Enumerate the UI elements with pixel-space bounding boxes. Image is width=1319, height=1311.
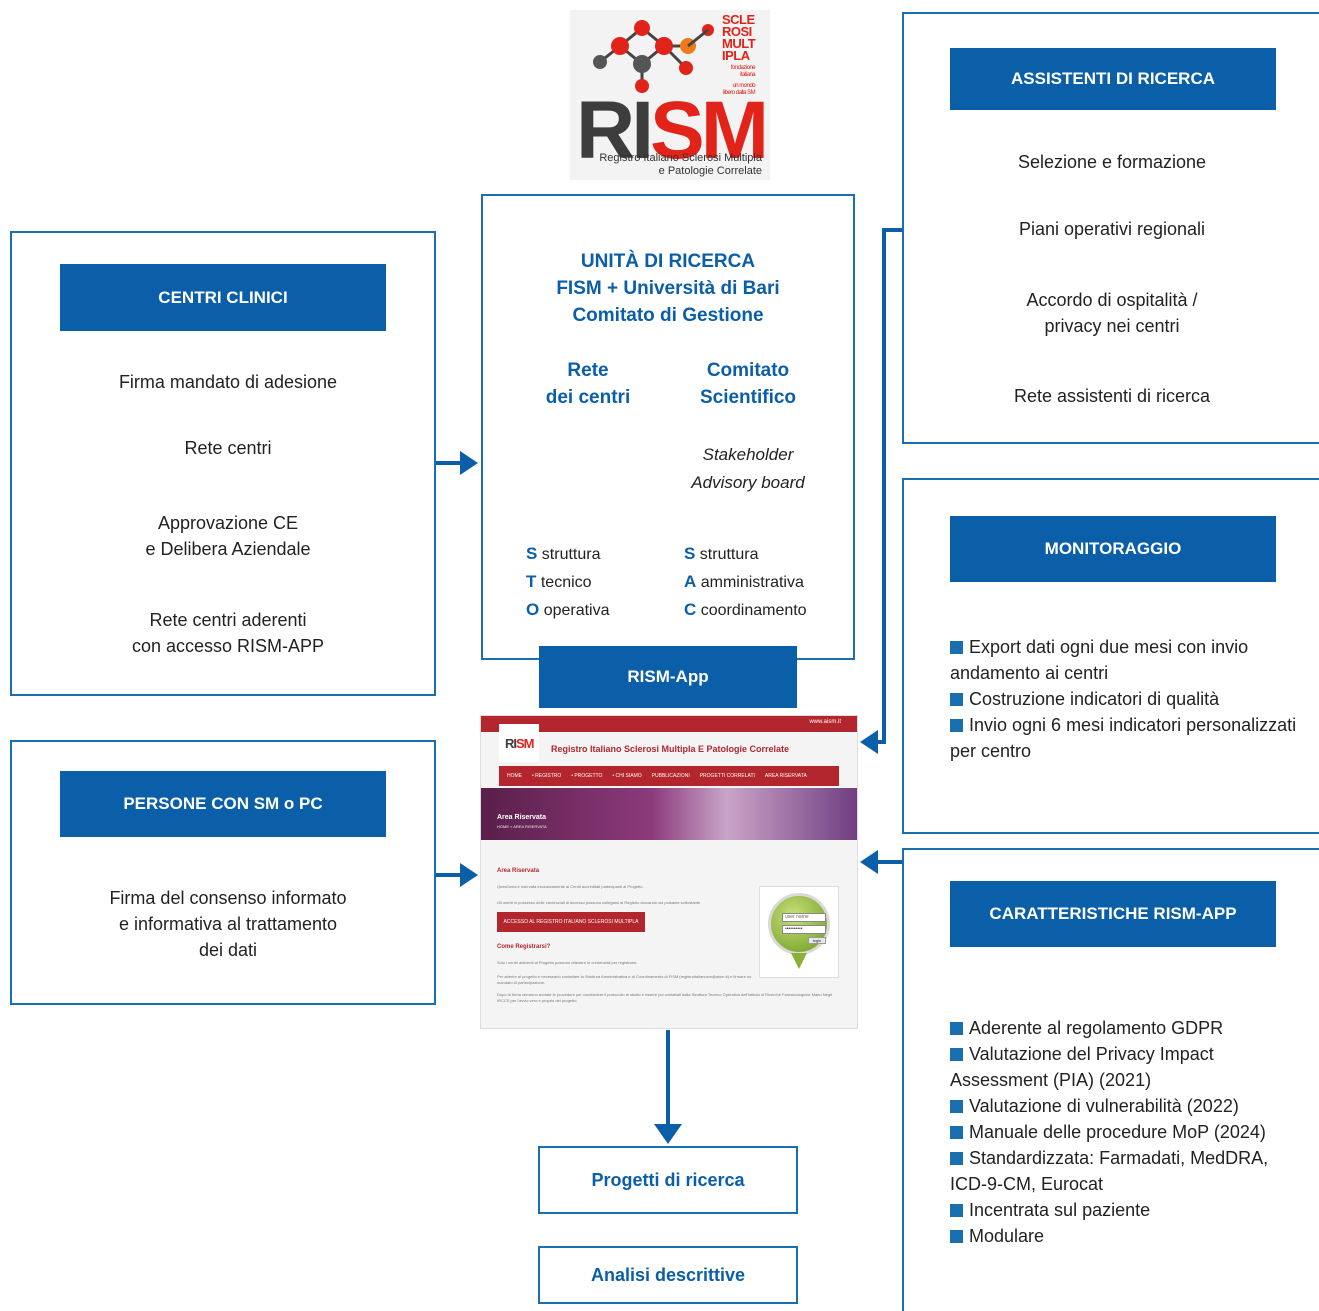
caratteristiche-item: Valutazione di vulnerabilità (2022): [950, 1093, 1280, 1119]
sac-item: C coordinamento: [684, 600, 807, 619]
square-bullet-icon: [950, 1152, 963, 1165]
arrow-right-icon: [460, 451, 478, 475]
advisory-board-label: Stakeholder Advisory board: [691, 445, 805, 492]
progetti-ricerca-box: Progetti di ricerca: [538, 1146, 798, 1214]
network-logo-icon: [593, 20, 714, 93]
square-bullet-icon: [950, 1022, 963, 1035]
monitoraggio-item: Costruzione indicatori di qualità: [950, 686, 1300, 712]
app-paragraph: Solo i centri aderenti al Progetto posso…: [497, 960, 638, 965]
app-access-button[interactable]: ACCESSO AL REGISTRO ITALIANO SCLEROSI MU…: [497, 912, 645, 932]
app-paragraph: Dopo la firma verranno avviate le proced…: [497, 992, 833, 1003]
rete-centri-label: Rete dei centri: [545, 360, 631, 408]
app-paragraph: Gli utenti in possesso delle credenziali…: [497, 900, 701, 905]
app-topbar: www.aism.it: [481, 716, 857, 732]
app-section-title: Area Riservata: [497, 868, 540, 874]
persone-header: PERSONE CON SM o PC: [60, 771, 386, 837]
caratteristiche-item: Aderente al regolamento GDPR: [950, 1015, 1280, 1041]
unita-title: UNITÀ DI RICERCA FISM + Università di Ba…: [556, 251, 780, 326]
app-nav: HOME • REGISTRO • PROGETTO • CHI SIAMO P…: [499, 766, 839, 786]
app-section-title: Come Registrarsi?: [497, 944, 551, 950]
login-username-field[interactable]: user name: [782, 913, 826, 922]
caratteristiche-item: Incentrata sul paziente: [950, 1197, 1280, 1223]
app-nav-item[interactable]: • PROGETTO: [571, 773, 603, 779]
login-password-field[interactable]: ••••••••••: [782, 925, 826, 934]
sac-list: S struttura A amministrativa C coordinam…: [684, 540, 807, 624]
analisi-descrittive-box: Analisi descrittive: [538, 1246, 798, 1304]
app-hero: Area Riservata HOME » AREA RISERVATA: [481, 788, 857, 840]
centri-step-3: Approvazione CE e Delibera Aziendale: [145, 513, 311, 559]
assistenti-step-2: Piani operativi regionali: [1018, 219, 1206, 239]
square-bullet-icon: [950, 1230, 963, 1243]
app-paragraph: Per aderire al progetto è necessario con…: [497, 974, 752, 985]
centri-step-1: Firma mandato di adesione: [118, 372, 338, 392]
login-pin-icon: [768, 893, 830, 955]
caratteristiche-header: CARATTERISTICHE RISM-APP: [950, 881, 1276, 947]
arrow-down-icon: [654, 1124, 682, 1144]
centri-clinici-header: CENTRI CLINICI: [60, 264, 386, 331]
sac-item: A amministrativa: [684, 572, 804, 591]
monitoraggio-item: Export dati ogni due mesi con invio anda…: [950, 637, 1249, 683]
app-hero-title: Area Riservata: [497, 814, 547, 821]
assistenti-step-4: Rete assistenti di ricerca: [1013, 386, 1211, 406]
assistenti-header: ASSISTENTI DI RICERCA: [950, 48, 1276, 110]
caratteristiche-item: Manuale delle procedure MoP (2024): [950, 1119, 1280, 1145]
square-bullet-icon: [950, 1048, 963, 1061]
arrow-left-icon: [860, 850, 878, 874]
app-top-link[interactable]: www.aism.it: [809, 719, 841, 725]
square-bullet-icon: [950, 1126, 963, 1139]
app-nav-item[interactable]: • REGISTRO: [532, 773, 562, 779]
sto-item: O operativa: [526, 600, 610, 619]
caratteristiche-item: Modulare: [950, 1223, 1280, 1249]
rism-app-header: RISM-App: [539, 646, 797, 708]
app-login-card: user name •••••••••• login: [759, 886, 839, 978]
app-site-title: Registro Italiano Sclerosi Multipla E Pa…: [551, 744, 790, 754]
square-bullet-icon: [950, 693, 963, 706]
arrow-right-icon: [460, 863, 478, 887]
caratteristiche-item: Standardizzata: Farmadati, MedDRA, ICD-9…: [950, 1148, 1269, 1194]
square-bullet-icon: [950, 1204, 963, 1217]
monitoraggio-item: Invio ogni 6 mesi indicatori personalizz…: [950, 715, 1297, 761]
sac-item: S struttura: [684, 544, 759, 563]
comitato-scientifico-label: Comitato Scientifico: [699, 360, 797, 408]
rism-app-screenshot: www.aism.it RISM Registro Italiano Scler…: [480, 715, 858, 1029]
monitoraggio-header: MONITORAGGIO: [950, 516, 1276, 582]
assistenti-step-1: Selezione e formazione: [1017, 152, 1207, 172]
monitoraggio-list: Export dati ogni due mesi con invio anda…: [950, 634, 1300, 764]
unita-ricerca-panel: [481, 194, 855, 660]
app-logo: RISM: [499, 724, 539, 762]
app-nav-item[interactable]: HOME: [507, 773, 522, 779]
square-bullet-icon: [950, 719, 963, 732]
app-nav-item[interactable]: PROGETTI CORRELATI: [699, 773, 755, 779]
sto-item: T tecnico: [526, 572, 592, 591]
centri-step-4: Rete centri aderenti con accesso RISM-AP…: [131, 610, 325, 656]
square-bullet-icon: [950, 641, 963, 654]
caratteristiche-item: Valutazione del Privacy Impact Assessmen…: [950, 1044, 1214, 1090]
arrow-left-icon: [860, 730, 878, 754]
app-hero-breadcrumb: HOME » AREA RISERVATA: [497, 824, 547, 829]
sto-item: S struttura: [526, 544, 601, 563]
caratteristiche-list: Aderente al regolamento GDPR Valutazione…: [950, 1015, 1280, 1249]
rism-wordmark: RISM: [576, 85, 769, 176]
app-nav-item[interactable]: PUBBLICAZIONI: [651, 773, 690, 779]
centri-step-2: Rete centri: [184, 438, 272, 458]
app-nav-item[interactable]: • CHI SIAMO: [612, 773, 642, 779]
square-bullet-icon: [950, 1100, 963, 1113]
app-nav-item[interactable]: AREA RISERVATA: [764, 773, 807, 779]
persone-step-1: Firma del consenso informato e informati…: [109, 888, 347, 960]
login-button[interactable]: login: [808, 937, 826, 944]
assistenti-step-3: Accordo di ospitalità / privacy nei cent…: [1026, 290, 1198, 336]
login-pin-tail: [791, 953, 807, 969]
app-paragraph: Quest'area è riservata esclusivamente ai…: [497, 884, 644, 889]
sto-list: S struttura T tecnico O operativa: [526, 540, 610, 624]
